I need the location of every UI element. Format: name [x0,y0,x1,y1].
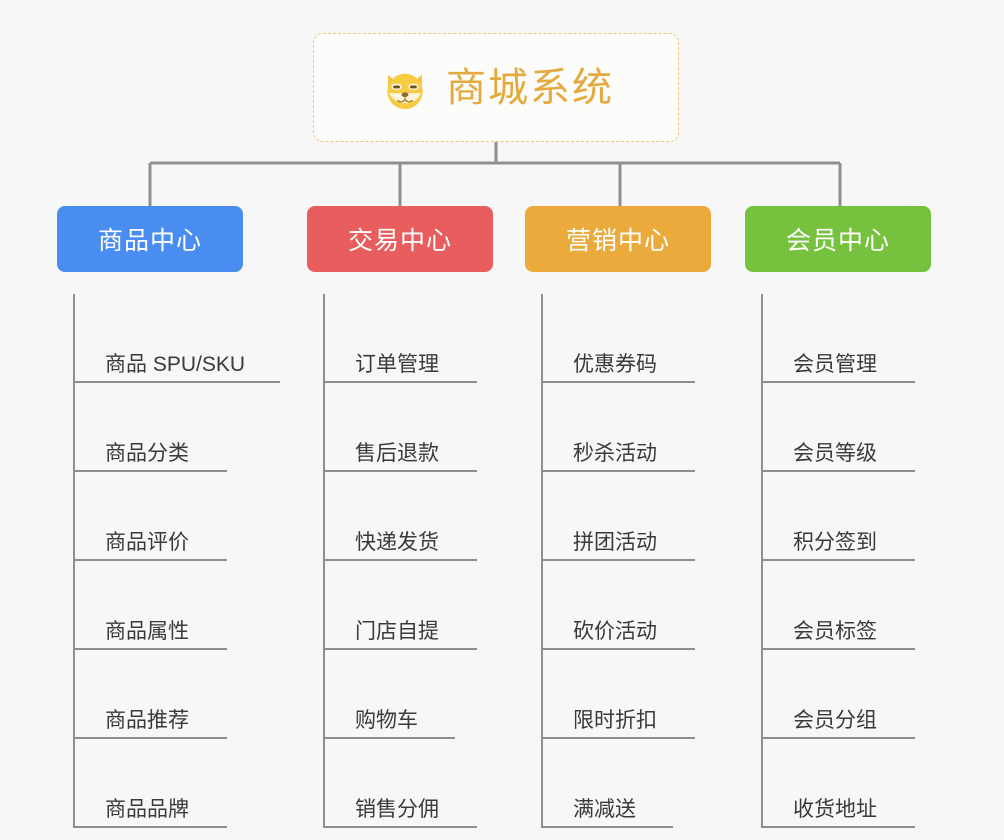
leaf-label: 订单管理 [355,352,439,376]
leaf-label: 商品品牌 [105,797,189,821]
leaf-underline [763,470,915,472]
root-node[interactable]: 商城系统 [313,33,679,142]
leaf-underline [543,470,695,472]
leaf-label: 满减送 [573,797,636,821]
leaf-underline [763,381,915,383]
branch-head-label-2: 营销中心 [565,227,670,255]
root-title: 商城系统 [446,65,614,110]
branch-column-1: 交易中心 订单管理 售后退款 快递发货 门店自提 购物车 [307,206,497,828]
leaf-underline [543,559,695,561]
leaf-underline [325,470,477,472]
leaf-label: 砍价活动 [573,619,657,643]
leaf-item[interactable]: 砍价活动 [543,561,715,650]
leaf-label: 购物车 [355,708,418,732]
leaf-item[interactable]: 商品分类 [75,383,247,472]
leaf-underline [325,648,477,650]
branch-head-label-1: 交易中心 [347,227,452,255]
leaf-underline [75,559,227,561]
leaf-label: 会员管理 [793,352,877,376]
leaf-item[interactable]: 秒杀活动 [543,383,715,472]
branch-head-label-0: 商品中心 [97,227,202,255]
leaf-list-1: 订单管理 售后退款 快递发货 门店自提 购物车 销售分佣 [323,294,497,828]
leaf-underline [763,737,915,739]
leaf-label: 秒杀活动 [573,441,657,465]
leaf-label: 拼团活动 [573,530,657,554]
leaf-label: 商品推荐 [105,708,189,732]
leaf-label: 销售分佣 [355,797,439,821]
leaf-item[interactable]: 会员等级 [763,383,935,472]
leaf-label: 商品评价 [105,530,189,554]
leaf-label: 快递发货 [355,530,439,554]
leaf-item[interactable]: 售后退款 [325,383,497,472]
leaf-item[interactable]: 满减送 [543,739,715,828]
leaf-label: 收货地址 [793,797,877,821]
leaf-underline [543,826,673,828]
leaf-underline [543,381,695,383]
leaf-label: 门店自提 [355,619,439,643]
leaf-underline [543,737,695,739]
branch-column-0: 商品中心 商品 SPU/SKU 商品分类 商品评价 商品属性 商品推荐 [57,206,280,828]
leaf-item[interactable]: 商品评价 [75,472,247,561]
branch-head-3[interactable]: 会员中心 [745,206,931,272]
leaf-underline [763,559,915,561]
leaf-label: 商品属性 [105,619,189,643]
leaf-label: 会员分组 [793,708,877,732]
leaf-item[interactable]: 商品属性 [75,561,247,650]
leaf-label: 商品 SPU/SKU [105,352,246,376]
leaf-label: 售后退款 [355,441,439,465]
branch-column-3: 会员中心 会员管理 会员等级 积分签到 会员标签 会员分组 [745,206,935,828]
leaf-item[interactable]: 购物车 [325,650,497,739]
branch-column-2: 营销中心 优惠券码 秒杀活动 拼团活动 砍价活动 限时折扣 [525,206,715,828]
branch-head-label-3: 会员中心 [785,227,890,255]
leaf-item[interactable]: 会员分组 [763,650,935,739]
leaf-item[interactable]: 销售分佣 [325,739,497,828]
leaf-list-3: 会员管理 会员等级 积分签到 会员标签 会员分组 收货地址 [761,294,935,828]
leaf-item[interactable]: 商品 SPU/SKU [75,294,280,383]
leaf-label: 商品分类 [105,441,189,465]
branch-head-1[interactable]: 交易中心 [307,206,493,272]
leaf-underline [75,737,227,739]
leaf-underline [325,737,455,739]
leaf-item[interactable]: 积分签到 [763,472,935,561]
leaf-item[interactable]: 会员标签 [763,561,935,650]
leaf-item[interactable]: 商品推荐 [75,650,247,739]
leaf-underline [325,826,477,828]
leaf-item[interactable]: 优惠券码 [543,294,715,383]
leaf-label: 会员标签 [793,619,877,643]
leaf-item[interactable]: 商品品牌 [75,739,247,828]
leaf-item[interactable]: 限时折扣 [543,650,715,739]
leaf-item[interactable]: 快递发货 [325,472,497,561]
leaf-item[interactable]: 会员管理 [763,294,935,383]
branch-head-2[interactable]: 营销中心 [525,206,711,272]
leaf-item[interactable]: 门店自提 [325,561,497,650]
leaf-label: 会员等级 [793,441,877,465]
leaf-underline [325,381,477,383]
leaf-list-0: 商品 SPU/SKU 商品分类 商品评价 商品属性 商品推荐 商品品牌 [73,294,280,828]
leaf-label: 限时折扣 [573,708,657,732]
leaf-underline [543,648,695,650]
leaf-list-2: 优惠券码 秒杀活动 拼团活动 砍价活动 限时折扣 满减送 [541,294,715,828]
leaf-underline [763,826,915,828]
leaf-underline [75,648,227,650]
leaf-item[interactable]: 拼团活动 [543,472,715,561]
leaf-item[interactable]: 订单管理 [325,294,497,383]
leaf-label: 优惠券码 [573,352,657,376]
leaf-underline [763,648,915,650]
leaf-underline [75,826,227,828]
leaf-item[interactable]: 收货地址 [763,739,935,828]
leaf-underline [325,559,477,561]
branch-head-0[interactable]: 商品中心 [57,206,243,272]
leaf-label: 积分签到 [793,530,877,554]
leaf-underline [75,470,227,472]
shiba-dog-icon [387,73,423,109]
leaf-underline [75,381,280,383]
